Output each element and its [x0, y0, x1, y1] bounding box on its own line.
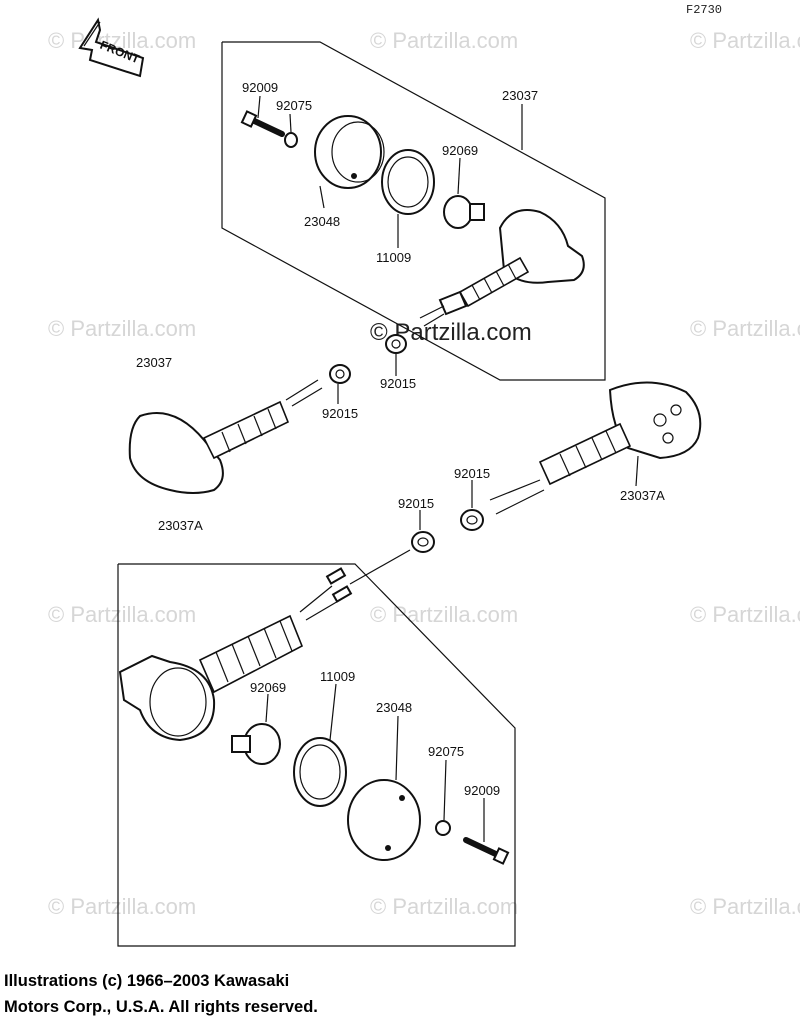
grommet-icon — [411, 531, 435, 553]
copyright-line: Motors Corp., U.S.A. All rights reserved… — [4, 998, 318, 1016]
turn-signal-housing-icon — [489, 381, 702, 515]
watermark: © Partzilla.com — [48, 316, 196, 341]
grommet-icon — [329, 364, 351, 384]
leader-line — [349, 549, 411, 585]
copyright-notice: Illustrations (c) 1966–2003 Kawasaki Mot… — [4, 968, 564, 1020]
turn-signal-housing-icon — [118, 567, 353, 742]
watermark: © Partzilla.com — [690, 894, 800, 919]
bulb-icon — [231, 723, 281, 765]
watermark: © Partzilla.com — [48, 894, 196, 919]
bolt-icon — [463, 837, 510, 865]
washer-icon — [284, 132, 298, 148]
part-number: 92069 — [250, 680, 286, 695]
watermark: © Partzilla.com — [370, 28, 518, 53]
leader-lines — [257, 95, 639, 842]
bulb-icon — [443, 195, 485, 229]
watermark: © Partzilla.com — [370, 602, 518, 627]
part-number: 23048 — [376, 700, 412, 715]
watermark: © Partzilla.com — [690, 28, 800, 53]
part-number: 92015 — [454, 466, 490, 481]
part-number: 92075 — [428, 744, 464, 759]
gasket-icon — [381, 149, 435, 215]
part-number: 23037 — [502, 88, 538, 103]
part-number: 23048 — [304, 214, 340, 229]
watermark: © Partzilla.com — [48, 28, 196, 53]
copyright-line: Illustrations (c) 1966–2003 Kawasaki — [4, 972, 290, 990]
part-number: 23037A — [158, 518, 203, 533]
part-number: 23037 — [136, 355, 172, 370]
bolt-icon — [240, 110, 285, 137]
turn-signal-housing-icon — [128, 379, 323, 494]
part-number: 92015 — [322, 406, 358, 421]
part-number: 92015 — [398, 496, 434, 511]
lens-icon — [347, 779, 421, 861]
part-number: 92075 — [276, 98, 312, 113]
turn-signal-housing-icon — [419, 209, 585, 327]
part-number: 92069 — [442, 143, 478, 158]
part-number: 11009 — [320, 669, 355, 684]
grommet-icon — [385, 334, 407, 354]
watermark-layer: © Partzilla.com © Partzilla.com © Partzi… — [48, 28, 800, 919]
gasket-icon — [293, 737, 347, 807]
part-number: 23037A — [620, 488, 665, 503]
top-assembly-outline — [221, 41, 606, 381]
watermark: © Partzilla.com — [48, 602, 196, 627]
part-labels: 92009 92075 23037 92069 23048 11009 9201… — [136, 80, 665, 798]
washer-icon — [435, 820, 451, 836]
grommet-icon — [460, 509, 484, 531]
part-number: 92009 — [464, 783, 500, 798]
bottom-assembly-outline — [117, 563, 516, 947]
watermark: © Partzilla.com — [690, 316, 800, 341]
watermark: © Partzilla.com — [370, 894, 518, 919]
lens-icon — [314, 115, 385, 189]
part-number: 92009 — [242, 80, 278, 95]
part-number: 92015 — [380, 376, 416, 391]
watermark: © Partzilla.com — [690, 602, 800, 627]
part-number: 11009 — [376, 250, 411, 265]
figure-id: F2730 — [686, 3, 722, 17]
